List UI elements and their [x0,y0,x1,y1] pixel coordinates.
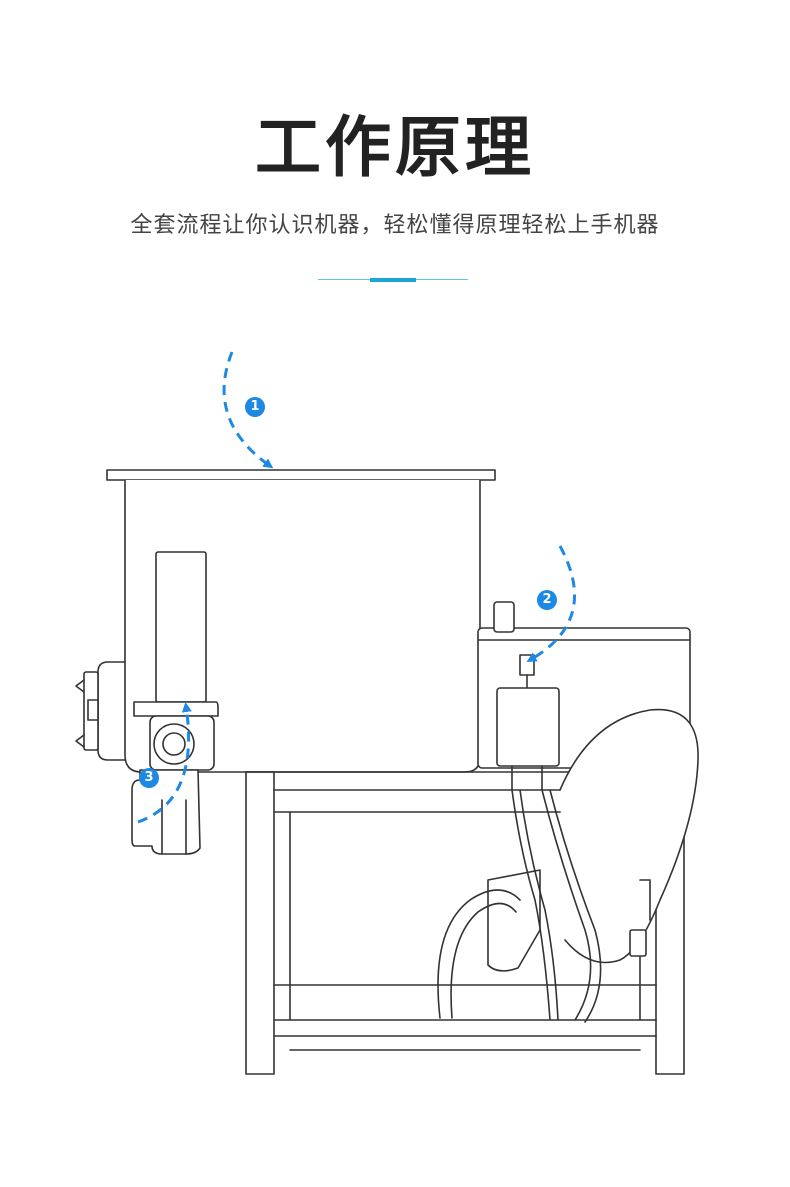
top-fitting [519,654,535,676]
title-divider [318,278,468,282]
page-title: 工作原理 [255,109,535,186]
divider-accent-bar [370,278,416,282]
step-3-badge: 3 [139,768,159,788]
drive-belt-outer [437,889,521,1019]
gearbox [487,869,541,972]
discharge-handle [133,701,219,717]
power-cable-b [541,789,592,1021]
control-box [496,687,560,767]
frame-lower-beam [273,984,657,1051]
discharge-spout [131,769,201,855]
hopper-lid [106,469,496,481]
step-1-badge: 1 [245,397,265,417]
flange-bolts [75,679,85,748]
power-cable-a [511,789,551,1021]
step-3-arrow [137,702,192,824]
page-subtitle: 全套流程让你认识机器，轻松懂得原理轻松上手机器 [130,213,660,238]
end-flange [97,661,126,761]
step-2-arrow [526,545,576,662]
top-bracket [493,601,515,633]
frame-leg-left [245,771,275,1075]
sight-window [155,551,207,703]
step-2-badge: 2 [537,590,557,610]
motor-body [559,708,699,964]
